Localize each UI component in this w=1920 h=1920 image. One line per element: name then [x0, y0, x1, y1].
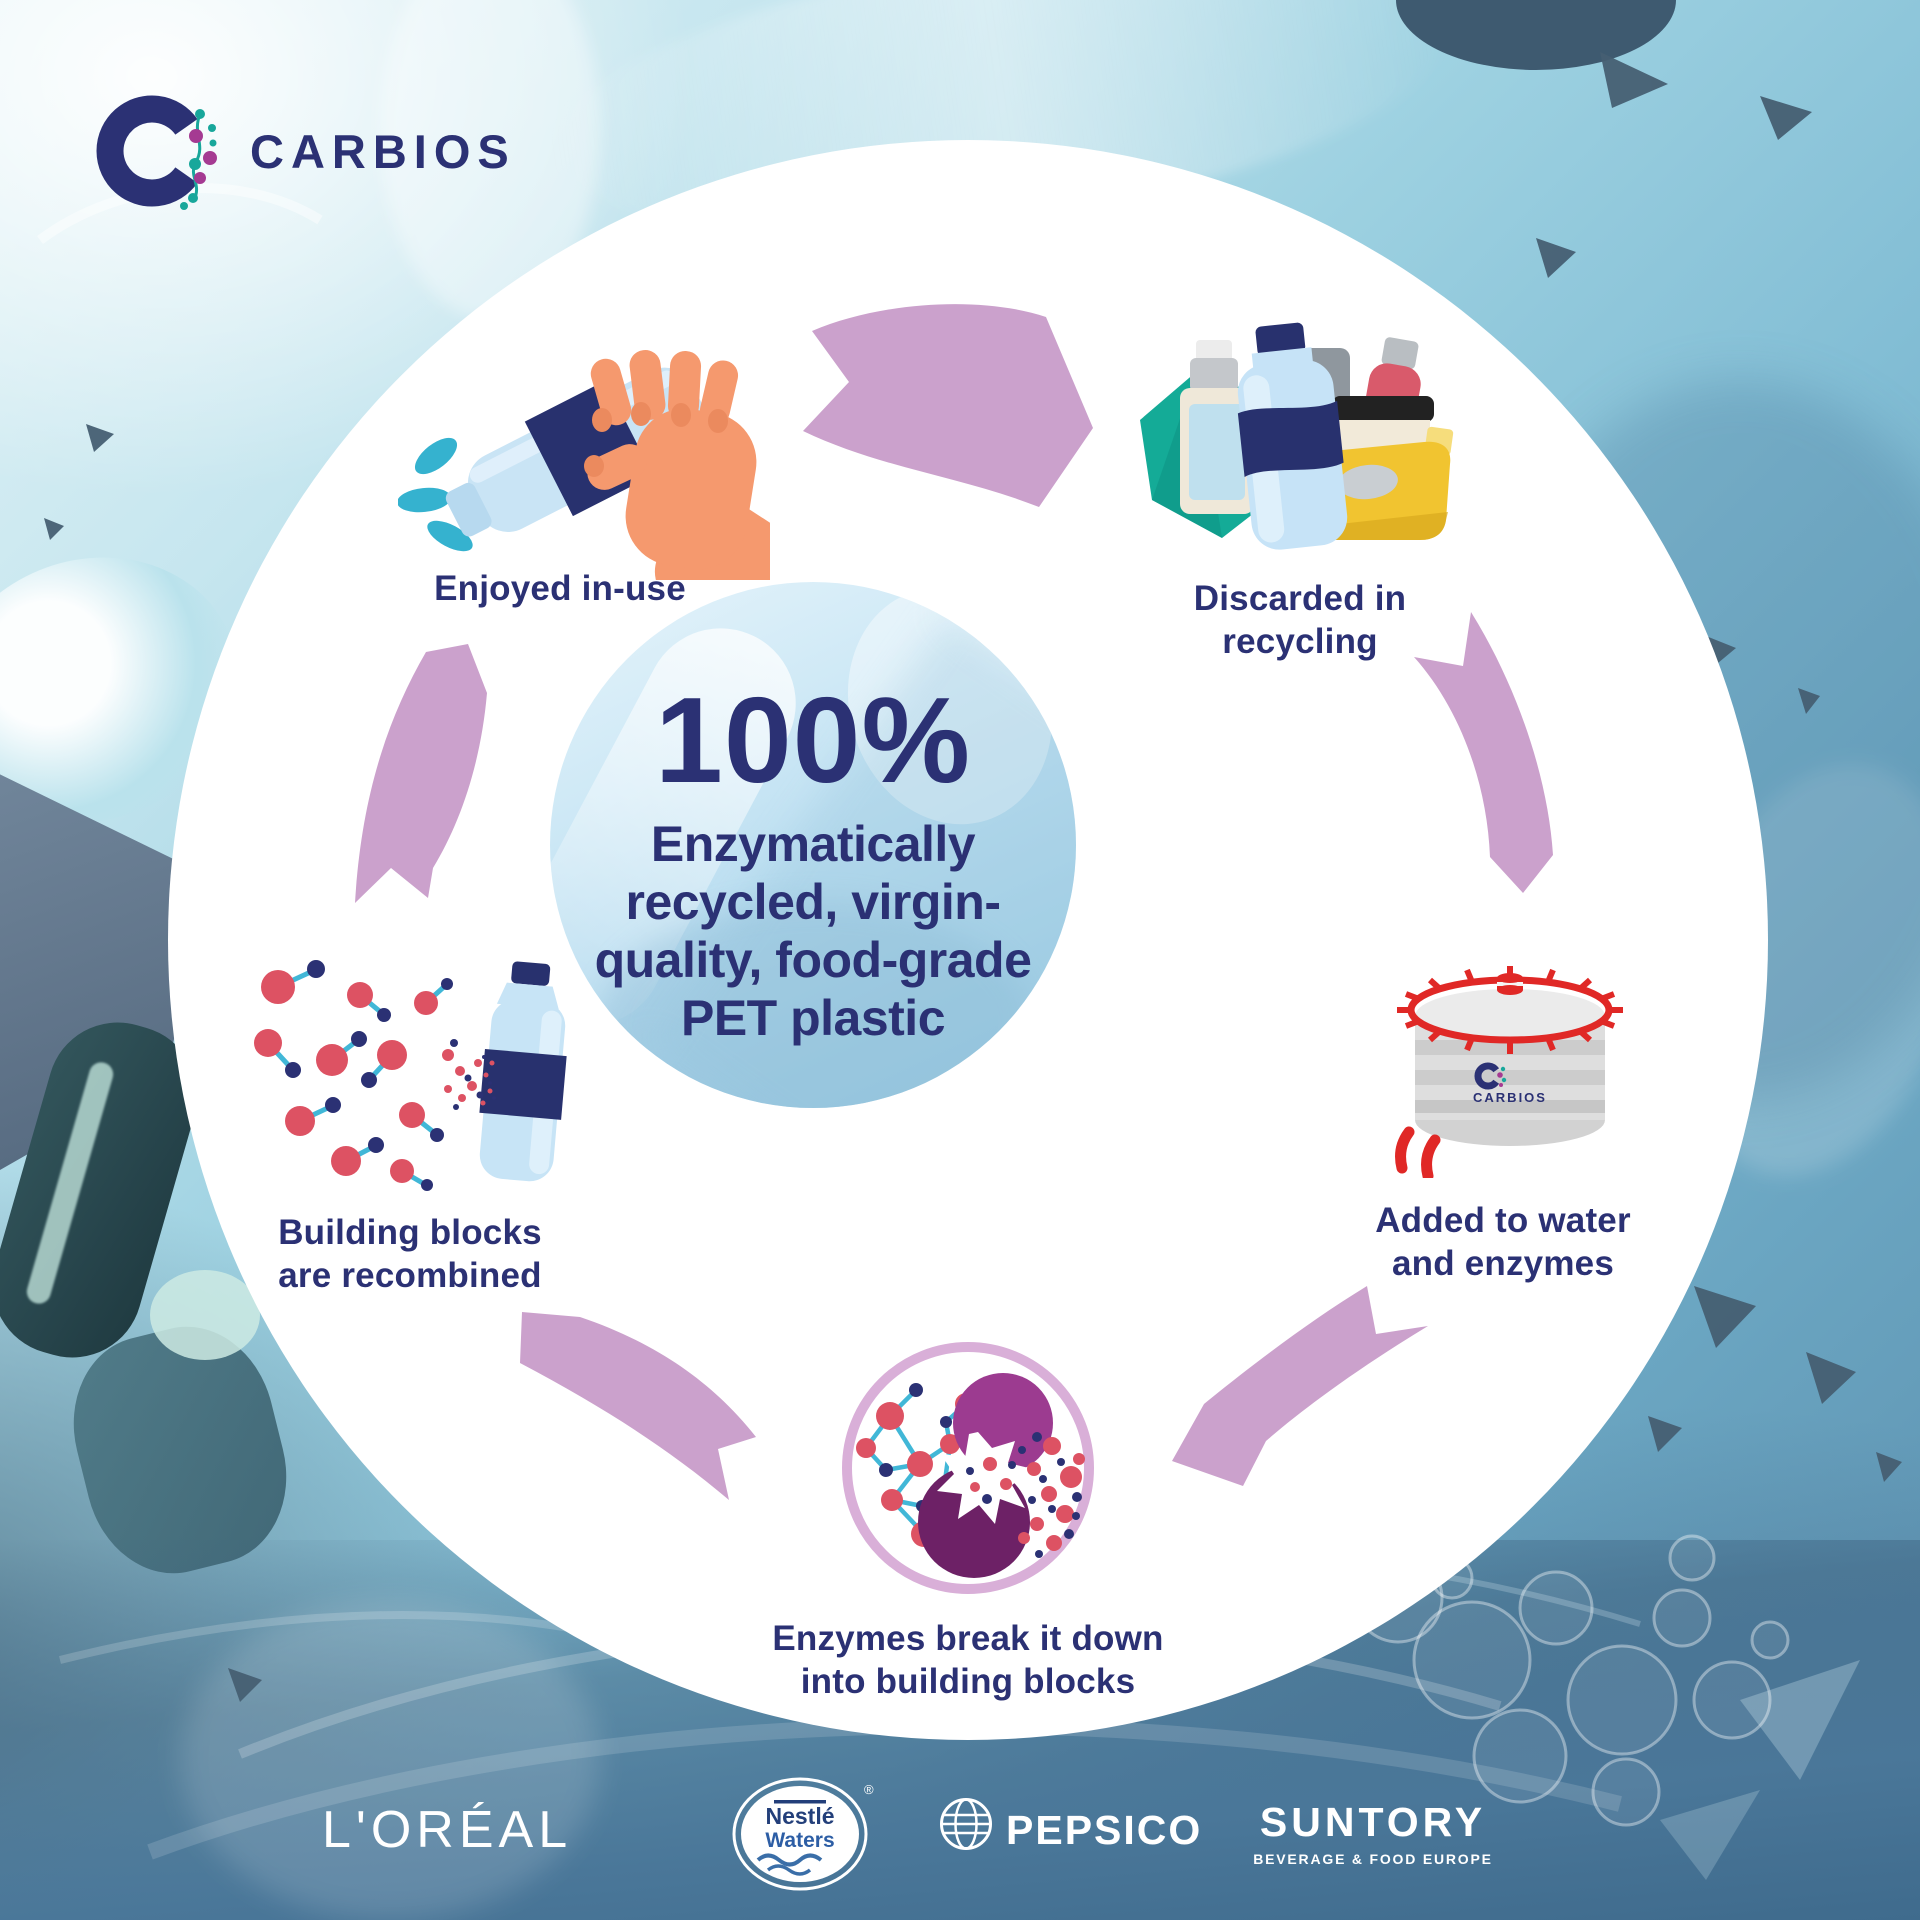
reactor-cap — [1497, 973, 1523, 995]
suntory-wordmark: SUNTORY — [1259, 1799, 1487, 1845]
arrow-bottom-left — [520, 1312, 756, 1500]
hand — [587, 350, 770, 580]
reactor-brand-text: CARBIOS — [1473, 1090, 1547, 1105]
carbios-reactor-icon: CARBIOS — [1395, 966, 1623, 1178]
bottle-pouring-hand-icon — [398, 350, 770, 580]
bite-gap — [937, 1432, 1033, 1524]
converging-specks — [442, 1039, 496, 1110]
molecule-nodes — [254, 960, 453, 1191]
pepsico-wordmark: PEPSICO — [1006, 1807, 1203, 1853]
nestle-oval — [741, 1786, 859, 1882]
headline: 100% — [654, 672, 972, 808]
plastic-waste-pile-icon — [1140, 322, 1454, 550]
pump-bottle — [1180, 340, 1254, 514]
step-discarded — [1126, 300, 1466, 570]
finger-tips — [584, 402, 728, 477]
nestle-oval-outline — [732, 1777, 868, 1891]
center-shade — [600, 902, 1030, 1108]
carbios-wordmark: CARBIOS — [250, 125, 516, 178]
waters-word: Waters — [765, 1829, 834, 1852]
step-added: CARBIOS — [1385, 928, 1635, 1178]
loreal-logo: L'ORÉAL — [322, 1801, 573, 1859]
arrow-bottom-right — [1172, 1286, 1428, 1486]
step-recombined — [240, 935, 580, 1205]
suntory-logo: SUNTORY BEVERAGE & FOOD EUROPE — [1248, 1799, 1498, 1867]
new-bottle — [479, 961, 567, 1182]
bg-bottom-glow — [180, 1600, 600, 1920]
nestle-word: Nestlé — [765, 1803, 834, 1829]
center-circle: 100% Enzymatically recycled, virgin- qua… — [550, 582, 1076, 1108]
label-discarded: Discarded in recycling — [1193, 579, 1407, 661]
wave-line-2 — [766, 1864, 812, 1876]
enzyme-breakdown-icon — [842, 1342, 1094, 1594]
carbios-c-mark — [96, 95, 198, 207]
carbios-logo: CARBIOS — [92, 86, 572, 218]
pepsico-logo — [938, 1796, 994, 1852]
label-recombined: Building blocks are recombined — [278, 1213, 542, 1295]
blue-bottle — [1237, 322, 1348, 550]
label-enjoyed: Enjoyed in-use — [434, 569, 686, 608]
released-monomers — [966, 1432, 1085, 1558]
label-enzymes: Enzymes break it down into building bloc… — [772, 1619, 1164, 1701]
yellow-jug — [1318, 426, 1454, 540]
subheadline: Enzymatically recycled, virgin- quality,… — [594, 816, 1032, 1046]
step-enjoyed — [398, 318, 770, 580]
nestle-waters-logo: Nestlé Waters ® — [728, 1776, 878, 1896]
motion-marks — [1395, 1126, 1441, 1178]
arrow-right — [1414, 612, 1553, 893]
wave-line-1 — [756, 1853, 823, 1867]
arrow-top — [803, 304, 1093, 507]
glass-shards — [1660, 1660, 1860, 1880]
arrow-left — [355, 644, 487, 903]
nestle-overline — [774, 1800, 826, 1804]
registered-mark: ® — [864, 1782, 874, 1797]
center-text: 100% Enzymatically recycled, virgin- qua… — [550, 582, 1076, 1108]
suntory-subtitle: BEVERAGE & FOOD EUROPE — [1253, 1851, 1493, 1867]
carbios-dna-dots — [180, 109, 217, 210]
globe-icon — [940, 1798, 992, 1850]
reactor-carbios-logo: CARBIOS — [1473, 1062, 1547, 1105]
step-enzymes — [828, 1328, 1108, 1608]
bubbles — [1352, 1534, 1790, 1827]
label-added: Added to water and enzymes — [1375, 1201, 1631, 1283]
bg-mint-blob — [150, 1270, 260, 1360]
water-splash — [398, 437, 473, 552]
molecules-bottle-icon — [254, 960, 567, 1191]
